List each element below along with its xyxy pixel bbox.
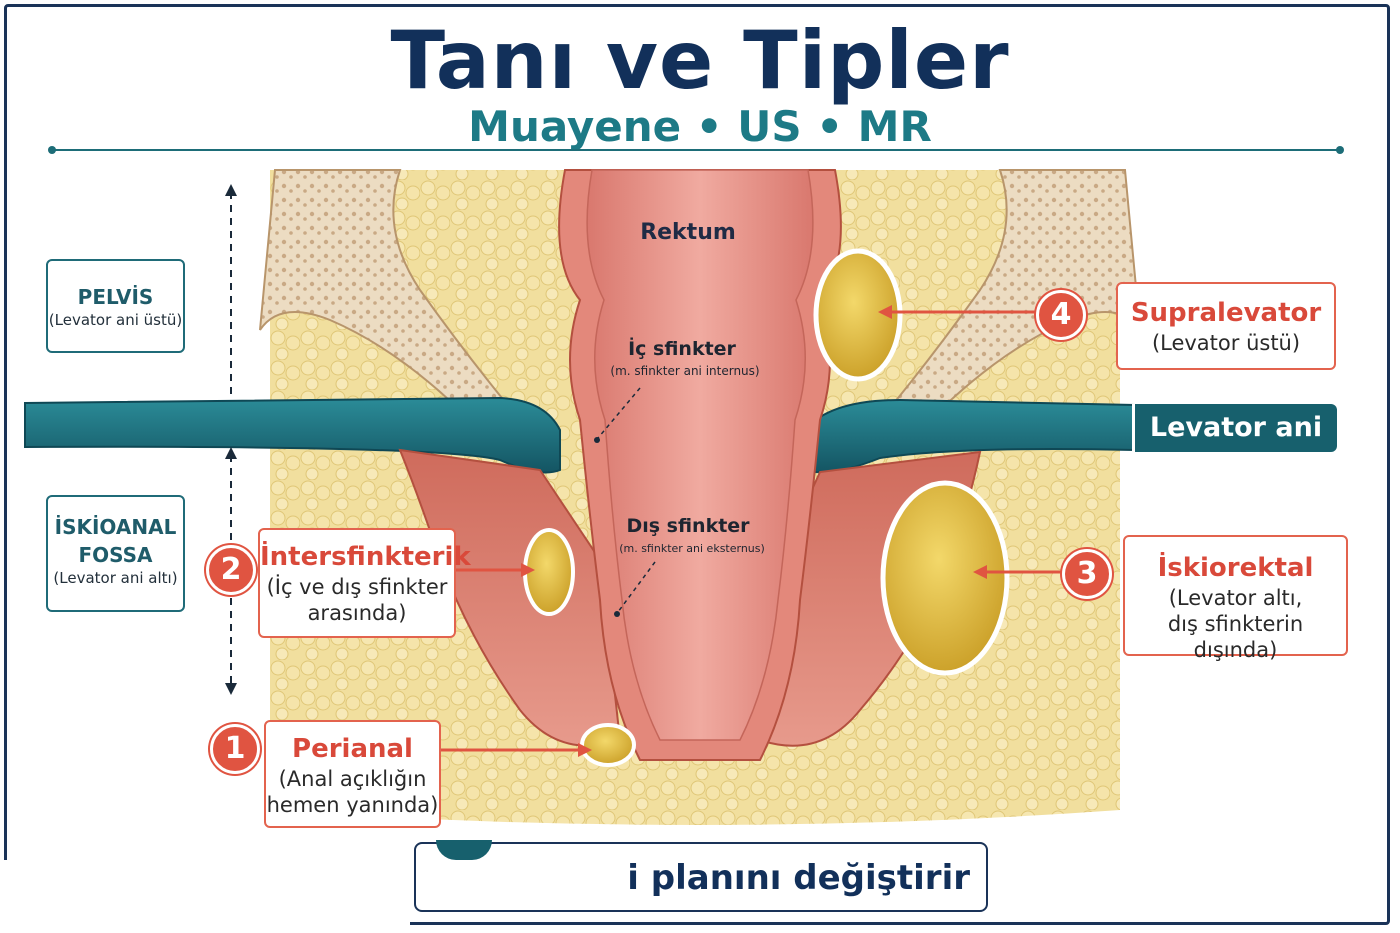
page-subtitle: Muayene • US • MR	[468, 102, 932, 151]
zone-fossa-title1: İSKİOANAL	[54, 515, 177, 539]
zone-pelvis-sub: (Levator ani üstü)	[48, 311, 183, 329]
abscess-intersphincteric	[523, 528, 575, 616]
type-intersphincteric-number: 2	[206, 545, 256, 595]
outer-frame	[4, 4, 1390, 925]
page-title: Tanı ve Tipler	[390, 14, 1010, 107]
occluding-overlay	[0, 860, 410, 933]
bottom-banner-text: i planını değiştirir	[627, 858, 970, 898]
abscess-ischiorectal	[880, 480, 1010, 676]
type-intersphincteric-box: İntersfinkterik (İç ve dış sfinkter aras…	[258, 528, 471, 638]
abscess-supralevator	[813, 248, 903, 382]
type-perianal-sub1: (Anal açıklığın	[278, 767, 427, 791]
zone-fossa-sub: (Levator ani altı)	[53, 569, 178, 587]
type-perianal-box: Perianal (Anal açıklığın hemen yanında)	[264, 720, 441, 828]
type-intersphincteric-sub2: arasında)	[307, 601, 407, 625]
zone-pelvis-title: PELVİS	[77, 285, 154, 309]
type-ischiorectal-sub1: (Levator altı,	[1168, 586, 1303, 610]
type-supralevator-box: Supralevator (Levator üstü)	[1116, 282, 1336, 370]
type-ischiorectal-sub2: dış sfinkterin dışında)	[1167, 612, 1304, 662]
type-ischiorectal-number: 3	[1062, 549, 1112, 599]
type-supralevator-title: Supralevator	[1130, 298, 1322, 328]
bottom-banner: i planını değiştirir	[414, 840, 988, 912]
external-sphincter-latin: (m. sfinkter ani eksternus)	[619, 542, 765, 555]
internal-sphincter-latin: (m. sfinkter ani internus)	[610, 364, 760, 378]
type-ischiorectal-box: İskiorektal (Levator altı, dış sfinkteri…	[1123, 535, 1348, 662]
type-supralevator-sub: (Levator üstü)	[1151, 331, 1301, 355]
rectum-label: Rektum	[640, 220, 736, 245]
abscess-perianal	[580, 723, 636, 767]
zone-pelvis-box: PELVİS (Levator ani üstü)	[46, 259, 185, 353]
external-sphincter-label: Dış sfinkter	[626, 515, 750, 537]
zone-fossa-title2: FOSSA	[78, 543, 153, 567]
type-perianal-sub2: hemen yanında)	[266, 793, 439, 817]
rectum-lumen	[586, 169, 814, 741]
type-intersphincteric-title: İntersfinkterik	[260, 542, 471, 572]
type-perianal-title: Perianal	[292, 734, 413, 764]
type-intersphincteric-sub1: (İç ve dış sfinkter	[266, 575, 448, 599]
title-divider	[48, 146, 1344, 154]
type-perianal-number: 1	[210, 724, 260, 774]
zone-fossa-box: İSKİOANAL FOSSA (Levator ani altı)	[46, 495, 185, 612]
type-ischiorectal-title: İskiorektal	[1157, 553, 1314, 583]
internal-sphincter-label: İç sfinkter	[628, 338, 736, 360]
levator-ani-label: Levator ani	[1132, 404, 1337, 452]
banner-badge	[436, 840, 492, 860]
levator-ani-left	[24, 396, 561, 474]
type-supralevator-number: 4	[1036, 290, 1086, 340]
